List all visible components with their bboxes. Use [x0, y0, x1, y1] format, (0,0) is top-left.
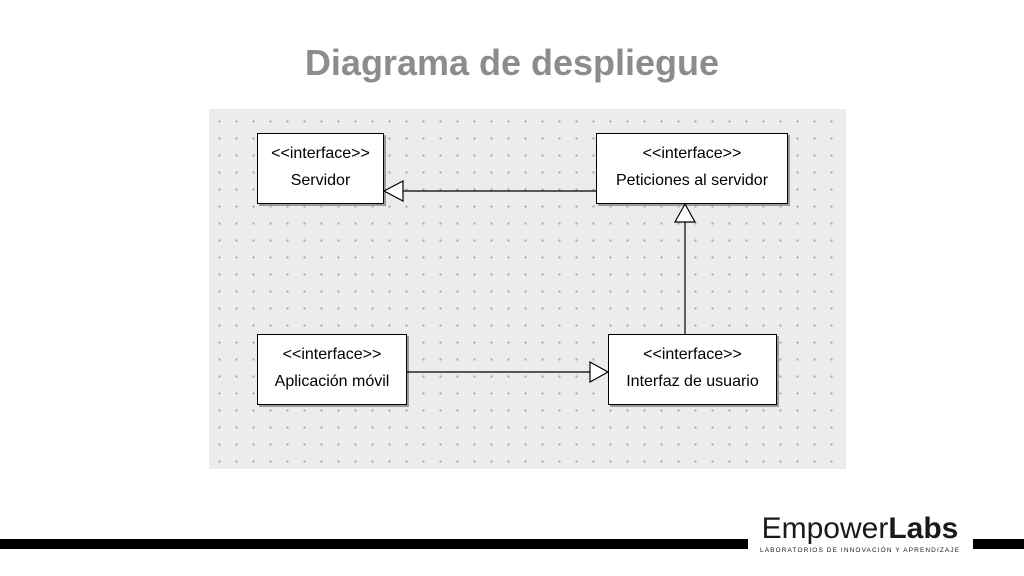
- slide-title: Diagrama de despliegue: [304, 42, 720, 83]
- node-peticiones-name: Peticiones al servidor: [615, 172, 769, 189]
- brand-name-bold: Labs: [888, 512, 959, 545]
- node-interfaz-stereotype: <<interface>>: [643, 346, 742, 363]
- node-interfaz-name: Interfaz de usuario: [626, 373, 759, 390]
- node-peticiones-al-servidor[interactable]: <<interface>> Peticiones al servidor: [596, 133, 788, 204]
- brand-name: EmpowerLabs: [760, 513, 960, 545]
- node-servidor-stereotype: <<interface>>: [271, 145, 370, 162]
- footer-bar-left: [0, 539, 748, 549]
- node-servidor[interactable]: <<interface>> Servidor: [257, 133, 384, 204]
- brand-logo: EmpowerLabs LABORATORIOS DE INNOVACIÓN Y…: [760, 513, 961, 555]
- node-peticiones-stereotype: <<interface>>: [642, 145, 742, 162]
- footer-bar-right: [973, 539, 1024, 549]
- node-aplicacion-movil[interactable]: <<interface>> Aplicación móvil: [257, 334, 407, 405]
- node-servidor-name: Servidor: [290, 172, 351, 189]
- brand-name-light: Empower: [761, 512, 889, 545]
- node-interfaz-de-usuario[interactable]: <<interface>> Interfaz de usuario: [608, 334, 777, 405]
- node-aplicacion-name: Aplicación móvil: [274, 373, 390, 390]
- brand-tagline: LABORATORIOS DE INNOVACIÓN Y APRENDIZAJE: [760, 547, 961, 554]
- node-aplicacion-stereotype: <<interface>>: [282, 346, 382, 363]
